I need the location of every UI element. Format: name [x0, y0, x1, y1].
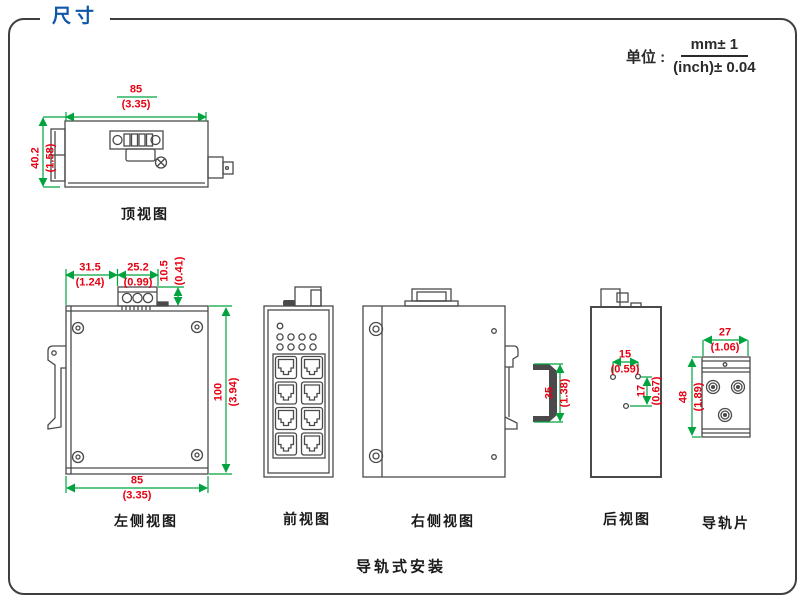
corner-screw-icon: [71, 450, 85, 464]
led-icon: [309, 343, 317, 351]
led-icon: [276, 343, 284, 351]
ground-screw-icon: [154, 156, 168, 169]
mounting-caption: 导轨式安装: [355, 558, 447, 576]
din-clip-hook: [505, 345, 519, 368]
plate-screw-icon: [730, 379, 746, 395]
din-rail-plate-label: 导轨片: [702, 515, 750, 531]
front-view-drawing: [263, 286, 334, 478]
led-icon: [287, 343, 295, 351]
dim-body-height: 100 (3.94): [212, 377, 240, 407]
corner-screw-icon: [71, 321, 85, 335]
unit-mm-tolerance: mm± 1: [680, 36, 749, 57]
unit-note: 单位 : mm± 1 (inch)± 0.04: [626, 36, 756, 76]
din-rail-plate-drawing: [701, 356, 751, 438]
dim-body-width: 85 (3.35): [122, 474, 152, 502]
dim-terminal-width: 25.2 (0.99): [123, 261, 153, 289]
rear-view-drawing: [590, 288, 662, 478]
corner-screw-icon: [368, 448, 384, 464]
front-view-label: 前视图: [283, 511, 331, 527]
din-clip-hook: [47, 345, 66, 430]
unit-fraction: mm± 1 (inch)± 0.04: [673, 36, 755, 76]
led-icon: [298, 343, 306, 351]
mounting-hole: [609, 373, 617, 381]
dim-rear-hole-spacing-h: 15 (0.59): [610, 348, 640, 376]
dim-top-height: 40.2 (1.58): [29, 143, 57, 173]
rear-view-label: 后视图: [603, 511, 651, 527]
plate-screw-icon: [705, 379, 721, 395]
unit-prefix: 单位 :: [626, 48, 666, 66]
corner-screw-icon: [190, 320, 204, 334]
corner-screw-icon: [190, 448, 204, 462]
left-side-view-drawing: [47, 286, 209, 475]
left-side-view-label: 左侧视图: [114, 513, 178, 529]
right-side-view-drawing: [362, 288, 557, 478]
led-icon: [276, 333, 284, 341]
dim-terminal-height: 10.5 (0.41): [158, 256, 186, 286]
top-view-drawing: [50, 120, 234, 188]
dim-plate-height: 48 (1.89): [677, 382, 705, 412]
power-led-icon: [276, 322, 284, 330]
led-icon: [287, 333, 295, 341]
page-border: [8, 18, 797, 595]
plate-screw-icon: [717, 407, 733, 423]
led-icon: [298, 333, 306, 341]
port-block: [272, 353, 326, 459]
unit-inch-tolerance: (inch)± 0.04: [673, 59, 756, 76]
dim-left-offset: 31.5 (1.24): [75, 261, 105, 289]
corner-screw-icon: [368, 321, 384, 337]
top-view-label: 顶视图: [121, 206, 169, 222]
mounting-hole: [622, 402, 630, 410]
dimension-lines: [38, 96, 749, 493]
mounting-hole: [634, 373, 642, 380]
dim-top-width: 85 (3.35): [121, 83, 151, 111]
dim-rail-clip-height: 35 (1.38): [543, 378, 571, 408]
right-side-view-label: 右侧视图: [411, 513, 475, 529]
led-icon: [309, 333, 317, 341]
dim-rear-hole-spacing-v: 17 (0.67): [635, 376, 663, 406]
din-rail-profile: [533, 364, 557, 422]
page-title: 尺寸: [40, 4, 111, 30]
dim-plate-width: 27 (1.06): [710, 326, 740, 354]
